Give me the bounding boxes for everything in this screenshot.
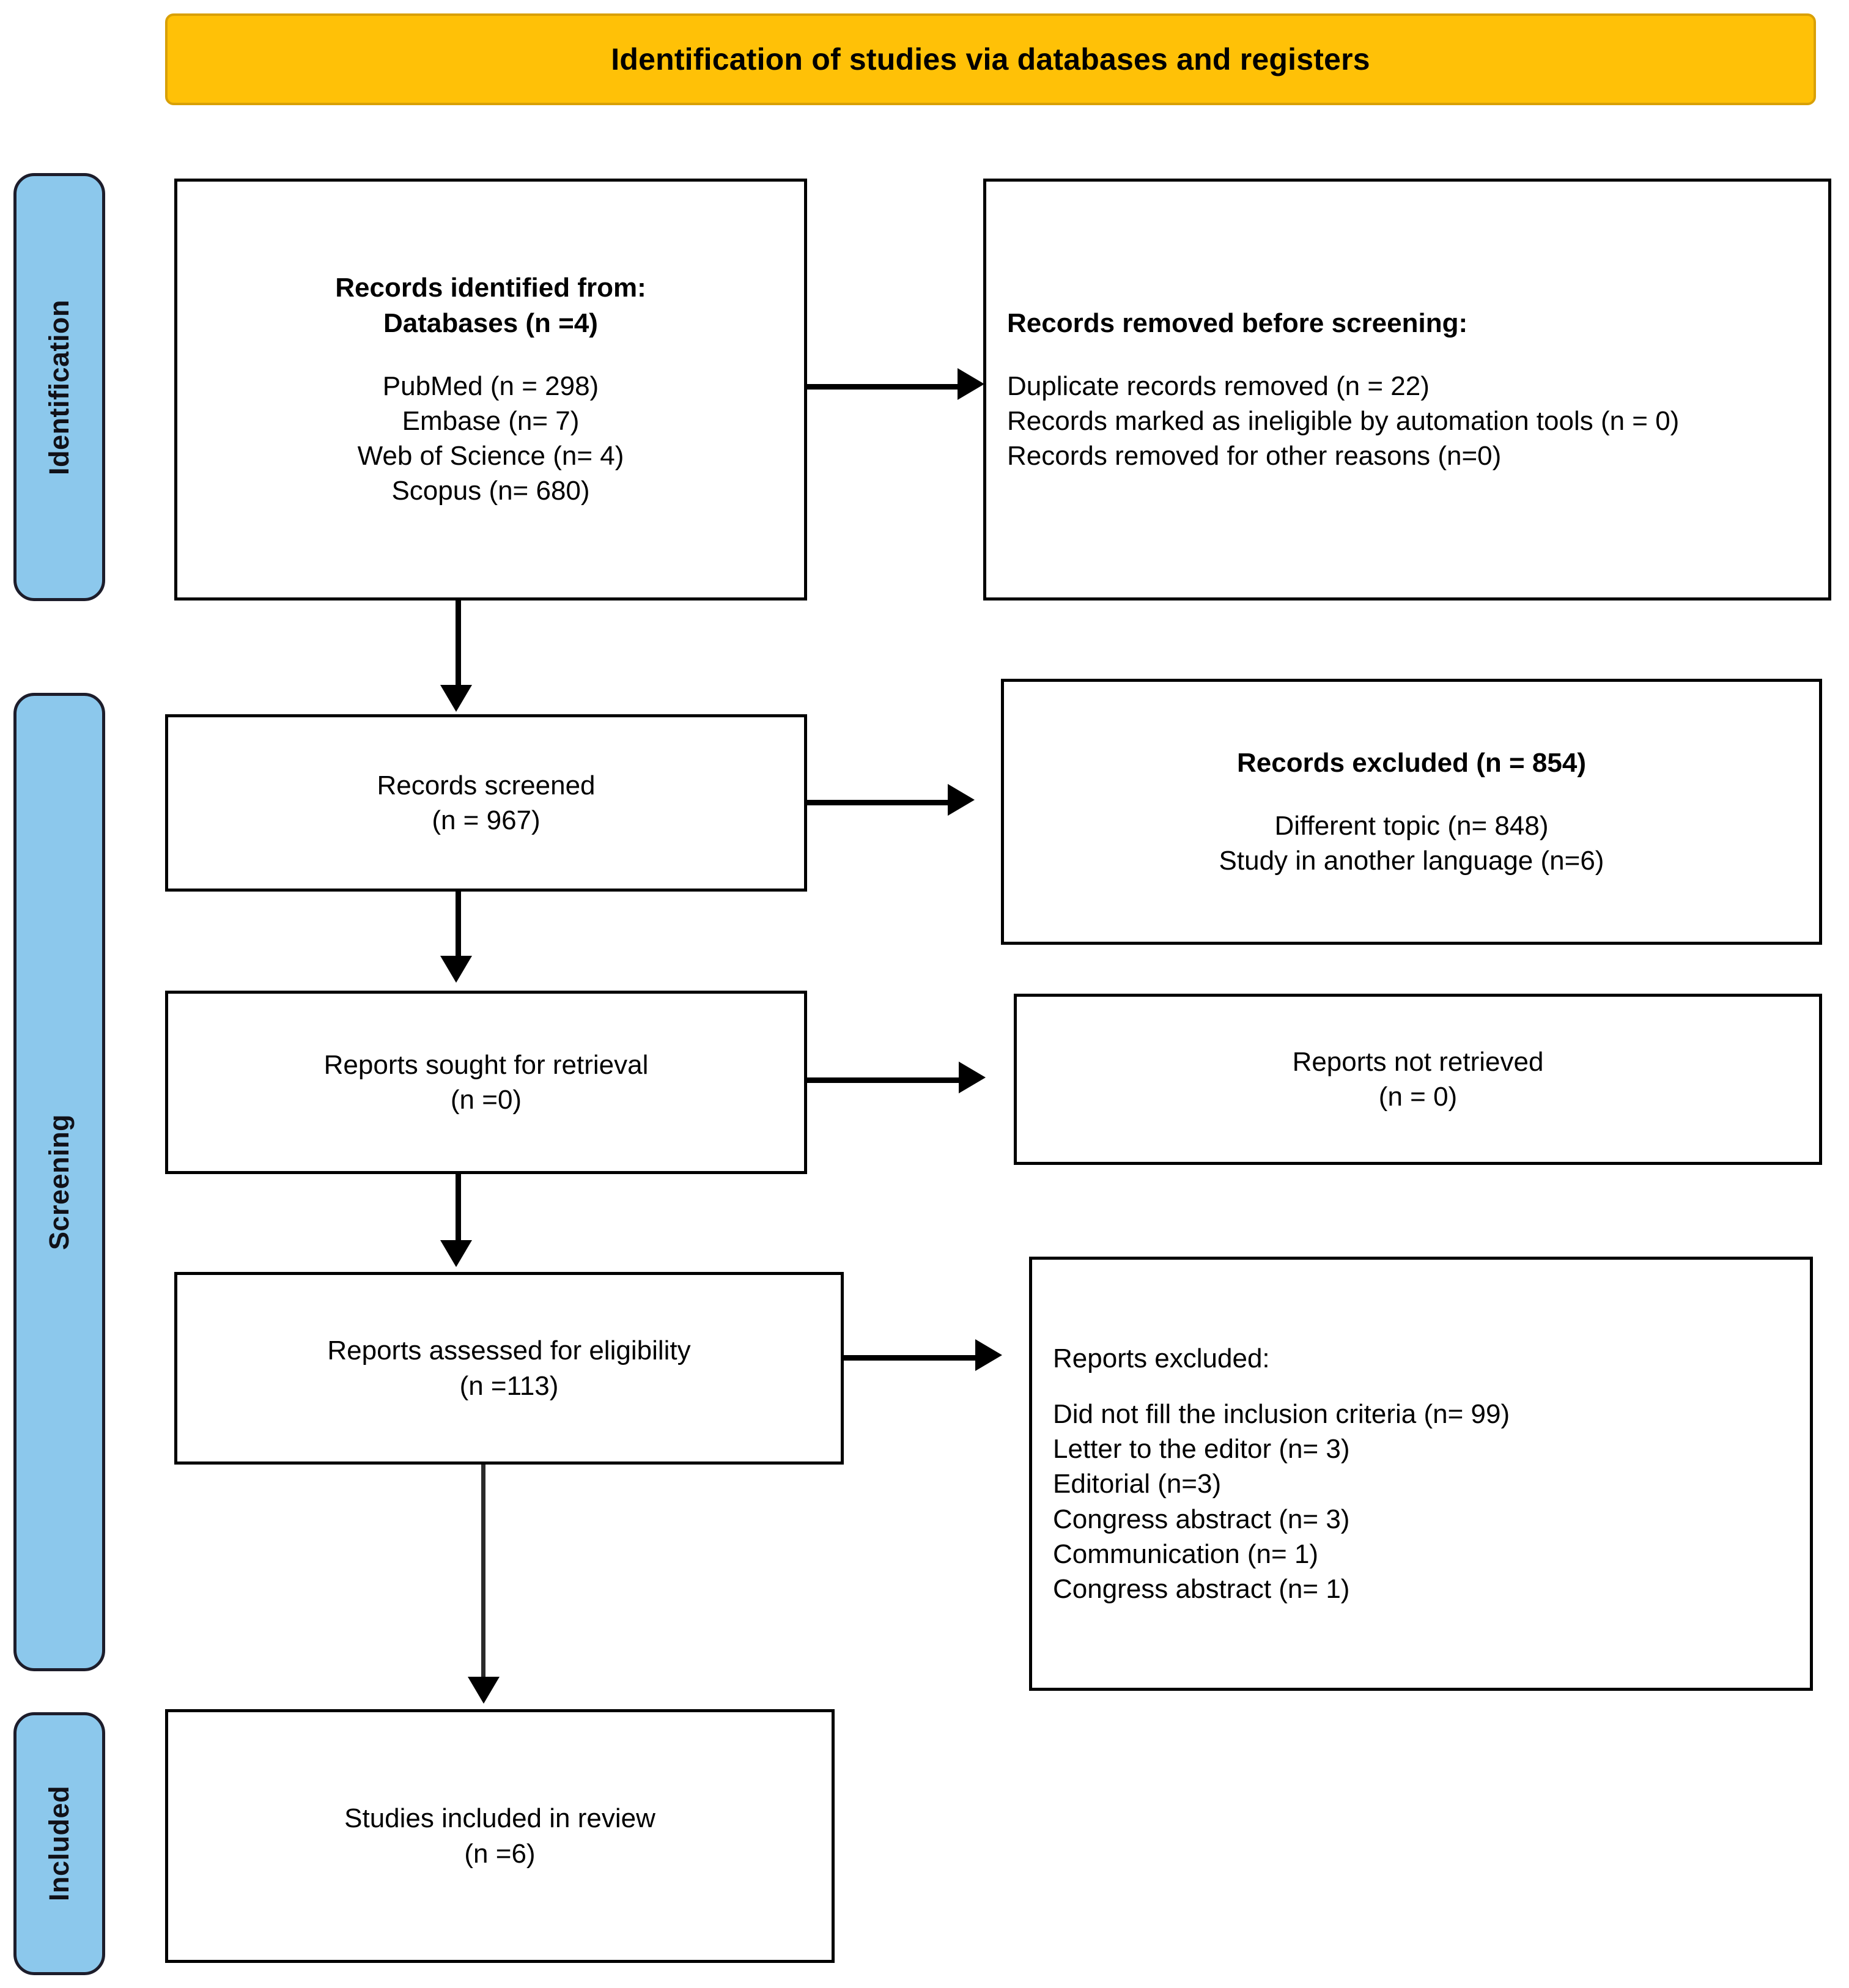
stage-label-screening-text: Screening bbox=[43, 1114, 75, 1251]
records-identified-source-pubmed: PubMed (n = 298) bbox=[382, 371, 599, 401]
stage-label-identification: Identification bbox=[13, 173, 105, 601]
studies-included-count: (n =6) bbox=[464, 1838, 536, 1869]
records-identified-source-embase: Embase (n= 7) bbox=[402, 406, 580, 436]
records-removed-duplicates: Duplicate records removed (n = 22) bbox=[1007, 371, 1430, 401]
records-excluded-header: Records excluded (n = 854) bbox=[1237, 747, 1586, 778]
stage-label-included: Included bbox=[13, 1712, 105, 1975]
records-removed-header: Records removed before screening: bbox=[1007, 308, 1468, 338]
records-identified-header-line1: Records identified from: bbox=[335, 273, 646, 303]
records-identified-source-scopus: Scopus (n= 680) bbox=[391, 476, 590, 506]
box-reports-not-retrieved: Reports not retrieved (n = 0) bbox=[1014, 994, 1822, 1165]
reports-excluded-congress-abstract-1: Congress abstract (n= 3) bbox=[1053, 1504, 1350, 1534]
box-studies-included: Studies included in review (n =6) bbox=[165, 1709, 835, 1963]
reports-assessed-label: Reports assessed for eligibility bbox=[327, 1336, 691, 1366]
box-records-identified: Records identified from: Databases (n =4… bbox=[174, 179, 807, 600]
records-removed-other: Records removed for other reasons (n=0) bbox=[1007, 441, 1502, 471]
stage-label-screening: Screening bbox=[13, 693, 105, 1671]
stage-label-included-text: Included bbox=[43, 1786, 75, 1902]
records-removed-automation: Records marked as ineligible by automati… bbox=[1007, 406, 1680, 436]
records-excluded-different-topic: Different topic (n= 848) bbox=[1274, 810, 1549, 841]
records-excluded-other-language: Study in another language (n=6) bbox=[1219, 846, 1604, 876]
records-screened-label: Records screened bbox=[377, 770, 596, 800]
banner-title: Identification of studies via databases … bbox=[611, 42, 1370, 76]
reports-excluded-communication: Communication (n= 1) bbox=[1053, 1539, 1319, 1569]
box-reports-assessed: Reports assessed for eligibility (n =113… bbox=[174, 1272, 844, 1465]
box-records-screened: Records screened (n = 967) bbox=[165, 714, 807, 892]
header-banner: Identification of studies via databases … bbox=[165, 13, 1816, 105]
studies-included-label: Studies included in review bbox=[344, 1803, 655, 1834]
reports-sought-label: Reports sought for retrieval bbox=[323, 1049, 649, 1080]
records-identified-source-web-of-science: Web of Science (n= 4) bbox=[357, 441, 624, 471]
reports-excluded-inclusion-criteria: Did not fill the inclusion criteria (n= … bbox=[1053, 1399, 1510, 1430]
stage-label-identification-text: Identification bbox=[43, 299, 75, 475]
reports-excluded-editorial: Editorial (n=3) bbox=[1053, 1469, 1222, 1499]
reports-excluded-letter-editor: Letter to the editor (n= 3) bbox=[1053, 1434, 1350, 1465]
box-reports-excluded-detail: Reports excluded: Did not fill the inclu… bbox=[1029, 1257, 1813, 1691]
box-records-excluded: Records excluded (n = 854) Different top… bbox=[1001, 679, 1822, 945]
reports-excluded-congress-abstract-2: Congress abstract (n= 1) bbox=[1053, 1573, 1350, 1604]
reports-sought-count: (n =0) bbox=[450, 1085, 522, 1115]
box-records-removed: Records removed before screening: Duplic… bbox=[983, 179, 1831, 600]
box-reports-sought: Reports sought for retrieval (n =0) bbox=[165, 991, 807, 1174]
reports-not-retrieved-count: (n = 0) bbox=[1378, 1082, 1458, 1112]
reports-not-retrieved-label: Reports not retrieved bbox=[1292, 1046, 1544, 1077]
reports-excluded-header: Reports excluded: bbox=[1053, 1343, 1270, 1373]
records-screened-count: (n = 967) bbox=[432, 805, 541, 835]
reports-assessed-count: (n =113) bbox=[459, 1370, 559, 1401]
records-identified-header-line2: Databases (n =4) bbox=[383, 308, 598, 338]
